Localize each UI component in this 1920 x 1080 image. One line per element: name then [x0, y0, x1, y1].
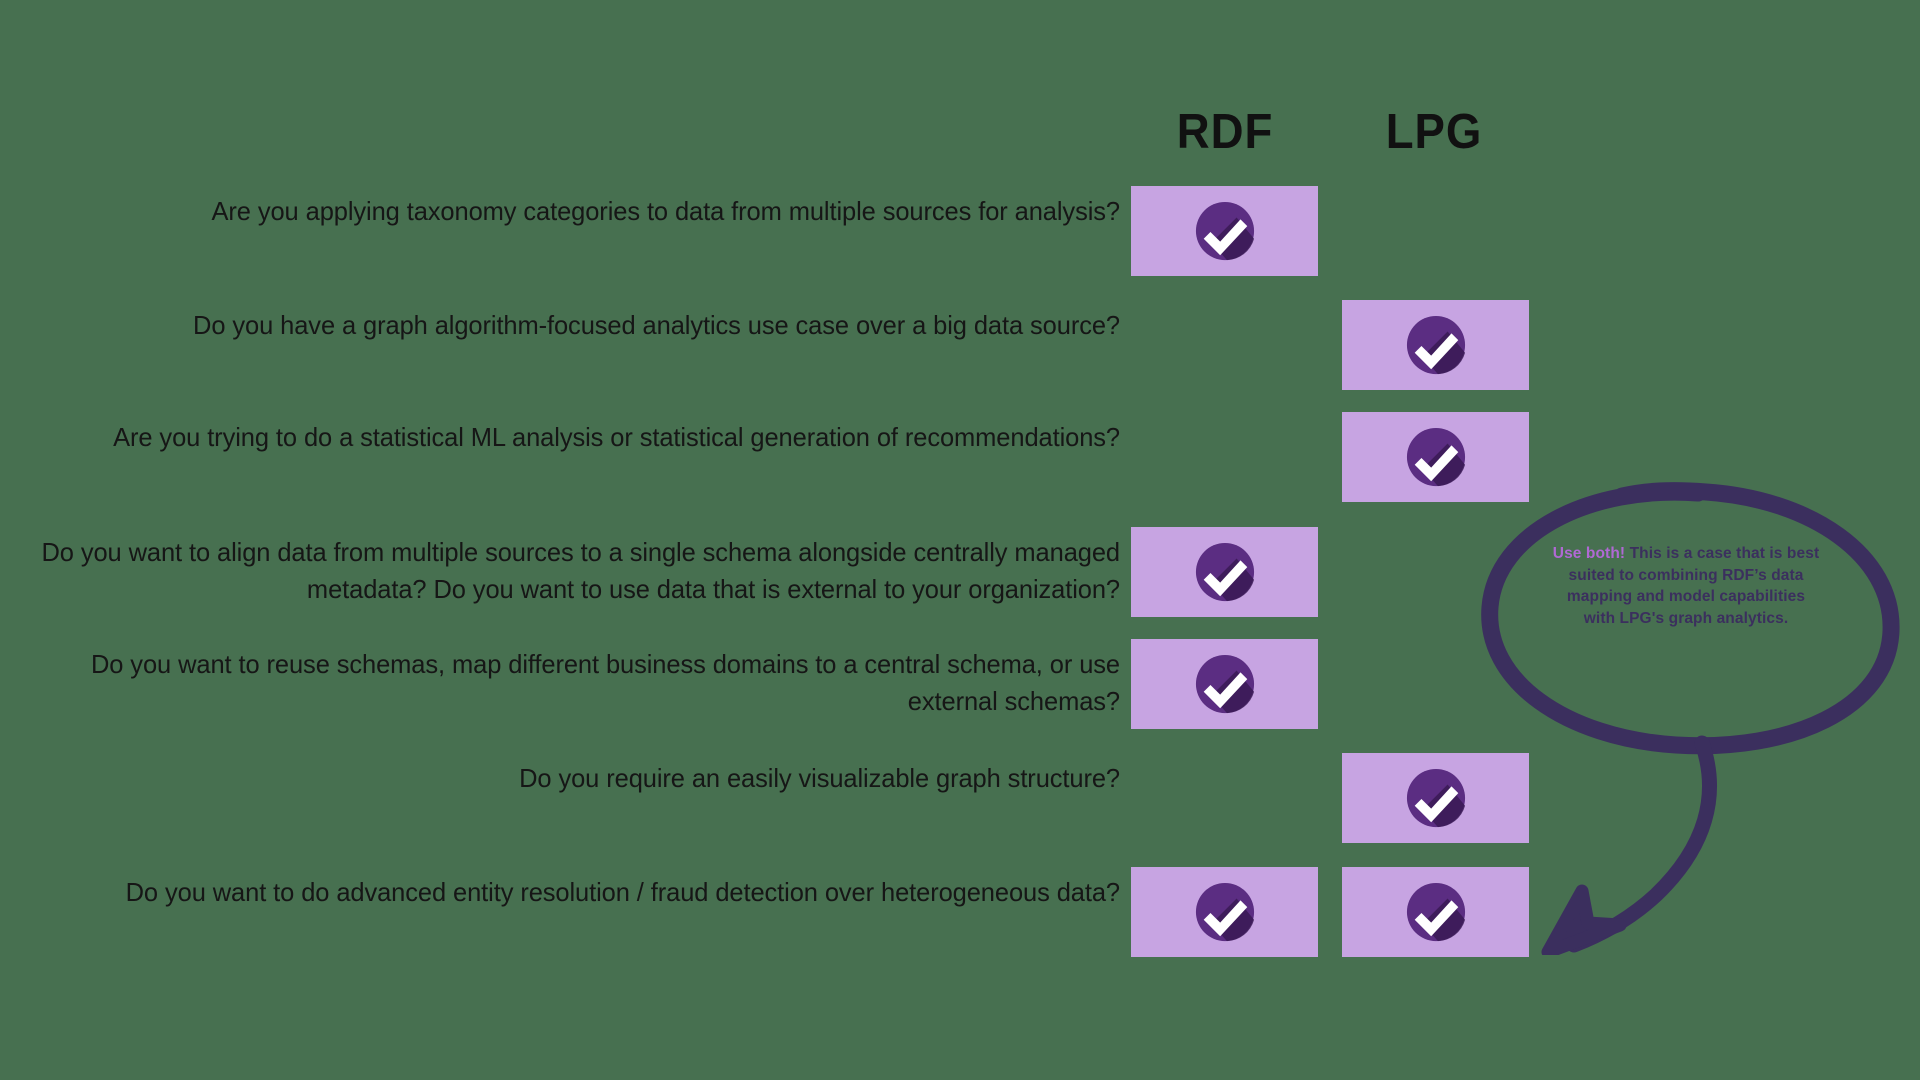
cell-lpg-checked[interactable] [1342, 412, 1529, 502]
question-text: Do you require an easily visualizable gr… [519, 763, 1120, 793]
column-header-lpg: LPG [1385, 105, 1483, 159]
annotation-body: This is a case that is best suited to co… [1566, 545, 1820, 627]
hand-drawn-ellipse-icon [1481, 482, 1900, 955]
cell-lpg-checked[interactable] [1342, 753, 1529, 843]
curved-arrow-icon [1541, 884, 1627, 955]
annotation-callout: Use both! This is a case that is best su… [1470, 455, 1920, 955]
question-text: Do you want to do advanced entity resolu… [125, 877, 1121, 907]
question-text: Do you want to align data from multiple … [41, 537, 1121, 604]
cell-rdf-checked[interactable] [1131, 639, 1318, 729]
question-text: Do you want to reuse schemas, map differ… [90, 649, 1120, 716]
annotation-text: Use both! This is a case that is best su… [1552, 543, 1820, 629]
column-header-rdf: RDF [1176, 105, 1274, 159]
annotation-highlight: Use both! [1552, 545, 1626, 562]
check-circle-icon [1194, 881, 1256, 943]
question-text: Are you trying to do a statistical ML an… [113, 422, 1121, 452]
check-circle-icon [1405, 881, 1467, 943]
check-circle-icon [1194, 653, 1256, 715]
cell-rdf-checked[interactable] [1131, 186, 1318, 276]
check-circle-icon [1405, 767, 1467, 829]
check-circle-icon [1405, 314, 1467, 376]
cell-lpg-checked[interactable] [1342, 300, 1529, 390]
check-circle-icon [1194, 541, 1256, 603]
cell-rdf-checked[interactable] [1131, 527, 1318, 617]
question-text: Are you applying taxonomy categories to … [211, 196, 1121, 226]
cell-lpg-checked[interactable] [1342, 867, 1529, 957]
check-circle-icon [1405, 426, 1467, 488]
question-text: Do you have a graph algorithm-focused an… [193, 310, 1120, 340]
cell-rdf-checked[interactable] [1131, 867, 1318, 957]
check-circle-icon [1194, 200, 1256, 262]
